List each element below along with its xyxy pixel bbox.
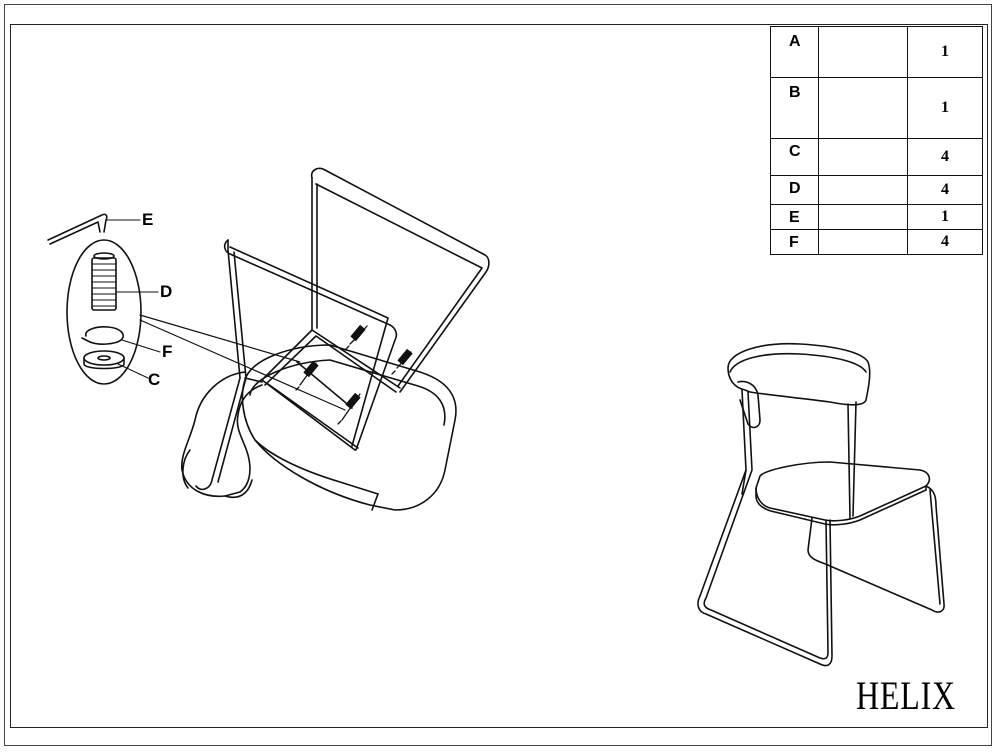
part-quantity: 4 [907, 175, 983, 205]
callout-leader-F [121, 339, 161, 353]
parts-row: E 1 [770, 204, 983, 230]
detail-leader-upper [139, 314, 301, 363]
part-letter: F [770, 229, 819, 255]
part-quantity: 4 [907, 138, 983, 176]
part-quantity: 4 [907, 229, 983, 255]
part-picture-cell [818, 77, 908, 139]
hardware-detail-bubble [66, 239, 142, 385]
detail-leader-lower [139, 319, 346, 411]
part-quantity: 1 [907, 204, 983, 230]
backrest-cushion-exploded [180, 371, 263, 499]
part-quantity: 1 [907, 77, 983, 139]
drawing-frame [10, 24, 988, 728]
callout-leader-C [117, 363, 149, 379]
part-letter: E [770, 204, 819, 230]
part-quantity: 1 [907, 26, 983, 78]
seat-cushion-exploded [241, 344, 457, 511]
part-picture-cell [818, 26, 908, 78]
part-letter: A [770, 26, 819, 78]
callout-F: F [162, 342, 173, 361]
part-picture-cell [818, 175, 908, 205]
assembled-chair [697, 342, 945, 667]
part-letter: D [770, 175, 819, 205]
callout-E: E [142, 210, 154, 229]
chair-frame-exploded [195, 167, 490, 491]
parts-row: F 4 [770, 229, 983, 255]
part-picture-cell [818, 138, 908, 176]
part-letter: C [770, 138, 819, 176]
parts-table: A 1 B 1 C 4 D 4 E 1 F 4 [770, 26, 983, 255]
callout-C: C [148, 370, 161, 389]
parts-row: C 4 [770, 138, 983, 176]
outer-frame [4, 4, 992, 746]
part-letter: B [770, 77, 819, 139]
part-picture-cell [818, 229, 908, 255]
parts-row: B 1 [770, 77, 983, 139]
part-picture-cell [818, 204, 908, 230]
product-title: HELIX [856, 673, 956, 718]
allen-key-exploded [47, 213, 108, 245]
callout-D: D [160, 282, 173, 301]
parts-row: D 4 [770, 175, 983, 205]
parts-row: A 1 [770, 26, 983, 78]
